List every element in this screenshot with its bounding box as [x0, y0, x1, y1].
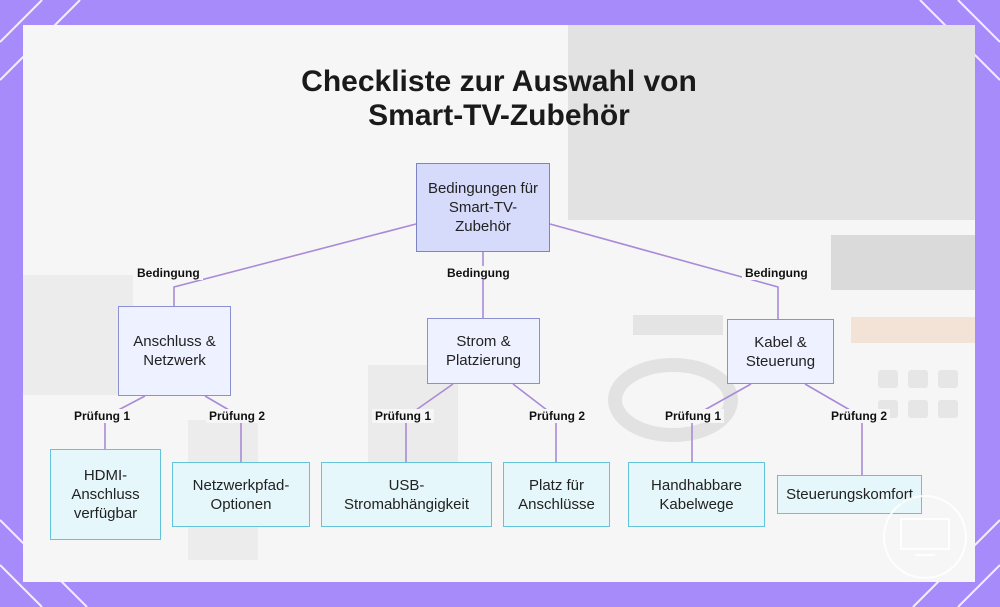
- edge-root-branch-1: [173, 223, 417, 306]
- diagram-card: Checkliste zur Auswahl von Smart-TV-Zube…: [23, 25, 975, 582]
- tree-diagram: Bedingung Bedingung Bedingung Prüfung 1 …: [23, 25, 975, 582]
- edge-label-b2-check-2: Prüfung 2: [526, 409, 588, 423]
- diagram-title: Checkliste zur Auswahl von Smart-TV-Zube…: [23, 65, 975, 133]
- edge-label-branch-3: Bedingung: [742, 266, 811, 280]
- branch-node-cable-control: Kabel & Steuerung: [727, 319, 834, 384]
- branch-node-power-placement: Strom & Platzierung: [427, 318, 540, 384]
- check-node-hdmi: HDMI-Anschluss verfügbar: [50, 449, 161, 540]
- edge-branch-3-check-2: [804, 383, 863, 475]
- edge-label-b3-check-2: Prüfung 2: [828, 409, 890, 423]
- title-line-2: Smart-TV-Zubehör: [368, 99, 630, 132]
- edge-label-b1-check-1: Prüfung 1: [71, 409, 133, 423]
- edge-branch-1-check-2: [204, 395, 242, 462]
- check-node-network-path: Netzwerkpfad-Optionen: [172, 462, 310, 527]
- branch-node-connection-network: Anschluss & Netzwerk: [118, 306, 231, 396]
- edge-branch-2-check-2: [512, 383, 557, 462]
- watermark-badge-icon: [883, 495, 967, 579]
- edge-branch-2-check-1: [405, 383, 454, 462]
- edge-label-branch-2: Bedingung: [444, 266, 513, 280]
- edge-label-branch-1: Bedingung: [134, 266, 203, 280]
- check-node-port-space: Platz für Anschlüsse: [503, 462, 610, 527]
- edge-label-b1-check-2: Prüfung 2: [206, 409, 268, 423]
- check-node-cable-routes: Handhabbare Kabelwege: [628, 462, 765, 527]
- root-node: Bedingungen für Smart-TV-Zubehör: [416, 163, 550, 252]
- edge-label-b3-check-1: Prüfung 1: [662, 409, 724, 423]
- edge-branch-3-check-1: [691, 383, 752, 462]
- edge-root-branch-3: [549, 223, 779, 319]
- edge-label-b2-check-1: Prüfung 1: [372, 409, 434, 423]
- check-node-usb-power: USB-Stromabhängigkeit: [321, 462, 492, 527]
- blurred-background: [23, 25, 975, 560]
- title-line-1: Checkliste zur Auswahl von: [301, 65, 697, 98]
